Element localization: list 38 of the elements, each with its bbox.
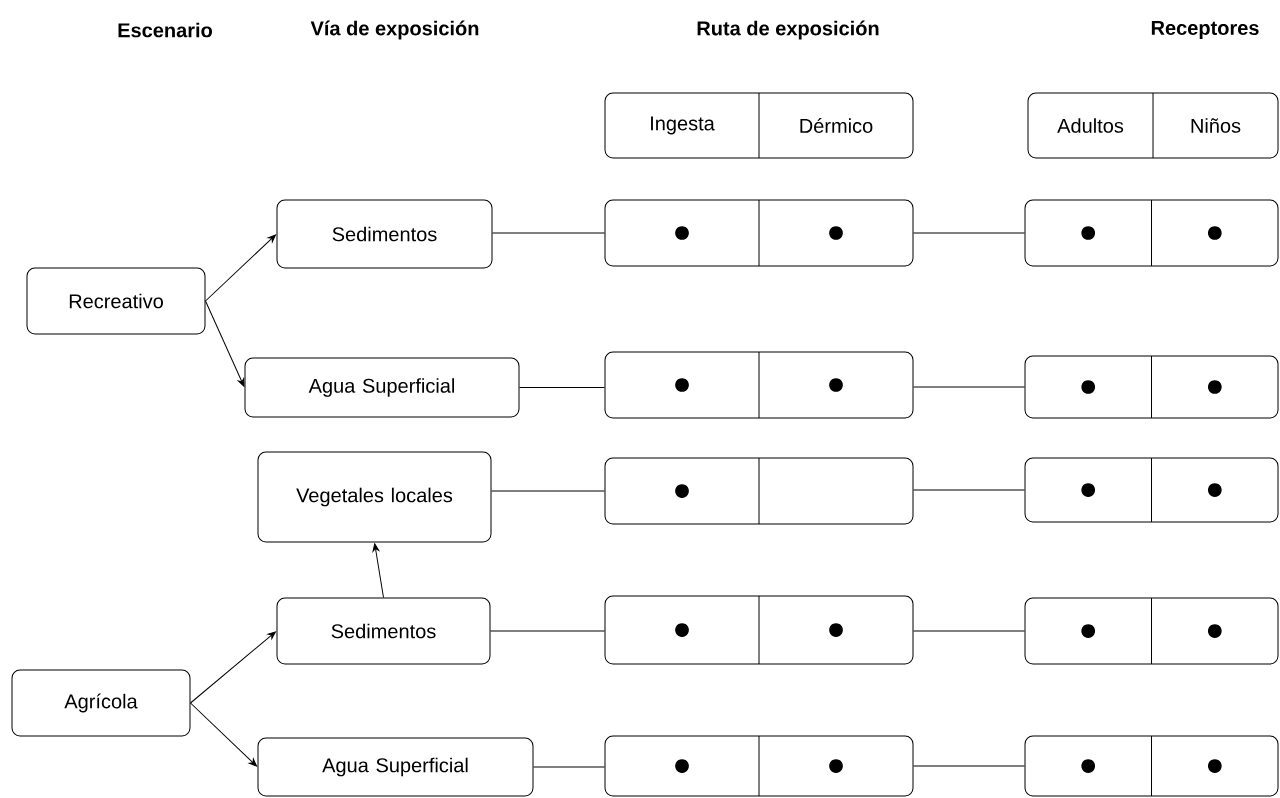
split-box: ● ● [1024,457,1279,523]
column-heading: Escenario [118,22,212,38]
connector-line [913,765,1025,767]
connector-line [491,490,605,492]
split-box: ● [604,457,914,525]
column-heading: Vía de exposición [310,20,479,40]
split-box: ● ● [604,735,914,797]
connector-line [913,232,1025,234]
column-heading: Receptores [1151,21,1259,39]
arrow [372,543,384,598]
split-box: ● ● [1024,199,1279,267]
arrow [190,631,276,704]
process-box: Sedimentos [276,597,491,665]
connector-line [913,630,1025,632]
process-box: Agua Superficial [244,357,520,418]
connector-line [519,387,605,388]
split-box: ● ● [604,199,914,267]
connector-line [913,386,1025,388]
connector-line [490,630,605,632]
process-box: Sedimentos [276,199,493,269]
split-box: ● ● [1024,735,1279,797]
column-heading: Ruta de exposición [697,20,879,40]
connector-line [913,489,1025,491]
process-box: Agrícola [11,669,191,737]
split-box: Adultos Niños [1027,92,1279,159]
arrow [190,702,258,767]
split-box: ● ● [1024,597,1279,665]
arrow [205,300,245,387]
connector-line [533,766,605,768]
process-box: Recreativo [26,267,206,335]
split-box: ● ● [604,351,914,419]
split-box: ● ● [1024,355,1279,419]
split-box: Ingesta Dérmico [604,92,914,159]
process-box: Vegetales locales [257,451,492,543]
process-box: Agua Superficial [257,737,534,797]
arrow [205,234,277,302]
split-box: ● ● [604,595,914,665]
connector-line [492,232,605,234]
